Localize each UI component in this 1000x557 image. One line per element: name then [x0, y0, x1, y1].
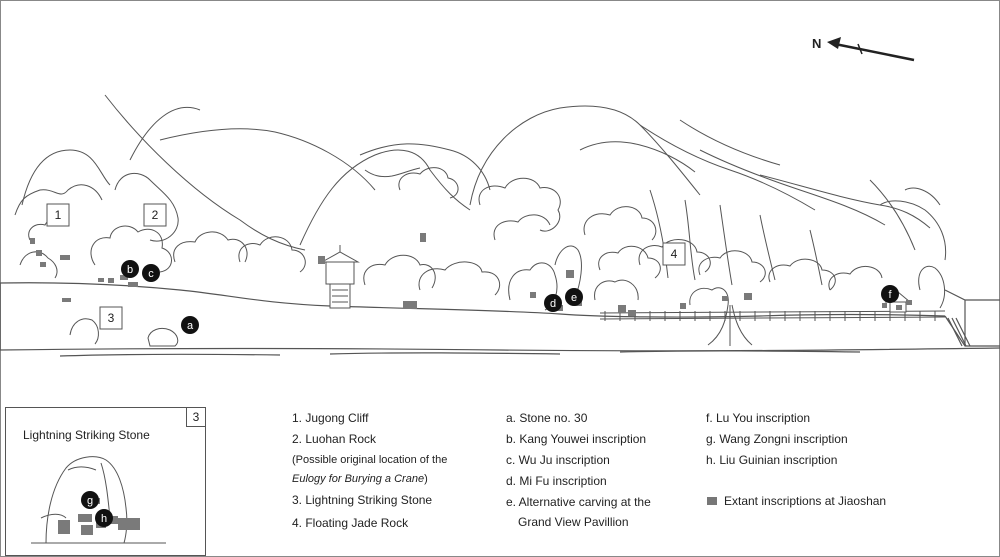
legend-note-prefix: (Possible original location of the	[292, 454, 448, 466]
marker-a-label: a	[187, 320, 194, 332]
legend-item-g: g. Wang Zongni inscription	[706, 432, 848, 446]
legend-item-2: 2. Luohan Rock	[292, 432, 377, 446]
legend-swatch-label: Extant inscriptions at Jiaoshan	[724, 494, 887, 508]
site-box-3	[99, 306, 123, 330]
legend-swatch	[707, 497, 717, 505]
marker-c	[142, 264, 160, 282]
marker-h-label: h	[101, 513, 107, 525]
legend-item-c: c. Wu Ju inscription	[506, 453, 610, 467]
site-box-4	[662, 242, 686, 266]
inset-stone-drawing: g h	[31, 456, 166, 544]
marker-c-label: c	[148, 268, 154, 280]
north-label: N	[812, 36, 821, 51]
rock-formations	[19, 245, 946, 347]
legend-note-2: (Possible original location of the	[292, 453, 447, 467]
grand-view-pavilion	[320, 245, 360, 309]
inset-title: Lightning Striking Stone	[23, 428, 150, 442]
legend-item-e: e. Alternative carving at the	[506, 495, 651, 509]
site-box-3-label: 3	[108, 311, 115, 325]
site-box-1	[46, 203, 70, 227]
compass-arrow: N	[812, 36, 915, 62]
inset-number: 3	[186, 407, 206, 427]
legend-item-4: 4. Floating Jade Rock	[292, 516, 409, 530]
legend-item-1: 1. Jugong Cliff	[292, 411, 369, 425]
marker-f	[881, 285, 899, 303]
legend-item-d: d. Mi Fu inscription	[506, 474, 607, 488]
marker-a	[181, 316, 199, 334]
inset-lightning-striking-stone: 3 Lightning Striking Stone g h	[5, 407, 206, 556]
tree-roots	[707, 304, 753, 346]
marker-b-label: b	[127, 264, 133, 276]
waterside-fence	[599, 310, 946, 321]
site-box-2	[143, 203, 167, 227]
legend-note-2-title: Eulogy for Burying a Crane)	[292, 472, 428, 486]
legend-item-a: a. Stone no. 30	[506, 411, 588, 425]
extant-inscription-markers	[30, 233, 912, 316]
marker-e-label: e	[571, 292, 577, 304]
marker-g	[81, 491, 99, 509]
hill-outlines	[14, 94, 947, 286]
site-box-1-label: 1	[55, 208, 62, 222]
marker-h	[95, 509, 113, 527]
marker-b	[121, 260, 139, 278]
legend-item-f: f. Lu You inscription	[706, 411, 811, 425]
numbered-site-boxes: 1 2 3 4	[46, 203, 686, 330]
marker-f-label: f	[888, 289, 892, 301]
site-box-2-label: 2	[152, 208, 159, 222]
marker-d-label: d	[550, 298, 556, 310]
legend-note-suffix: )	[424, 473, 428, 485]
legend-item-3: 3. Lightning Striking Stone	[292, 493, 433, 507]
legend-item-h: h. Liu Guinian inscription	[706, 453, 838, 467]
legend-item-e-cont: Grand View Pavillion	[518, 515, 629, 529]
marker-d	[544, 294, 562, 312]
lettered-site-markers: a b c d e f	[121, 260, 899, 334]
shoreline-path	[0, 282, 1000, 357]
marker-g-label: g	[87, 495, 93, 507]
marker-e	[565, 288, 583, 306]
legend-note-italic: Eulogy for Burying a Crane	[292, 473, 425, 485]
legend-item-b: b. Kang Youwei inscription	[506, 432, 647, 446]
site-box-4-label: 4	[671, 247, 678, 261]
tree-canopy-outlines	[28, 167, 883, 296]
